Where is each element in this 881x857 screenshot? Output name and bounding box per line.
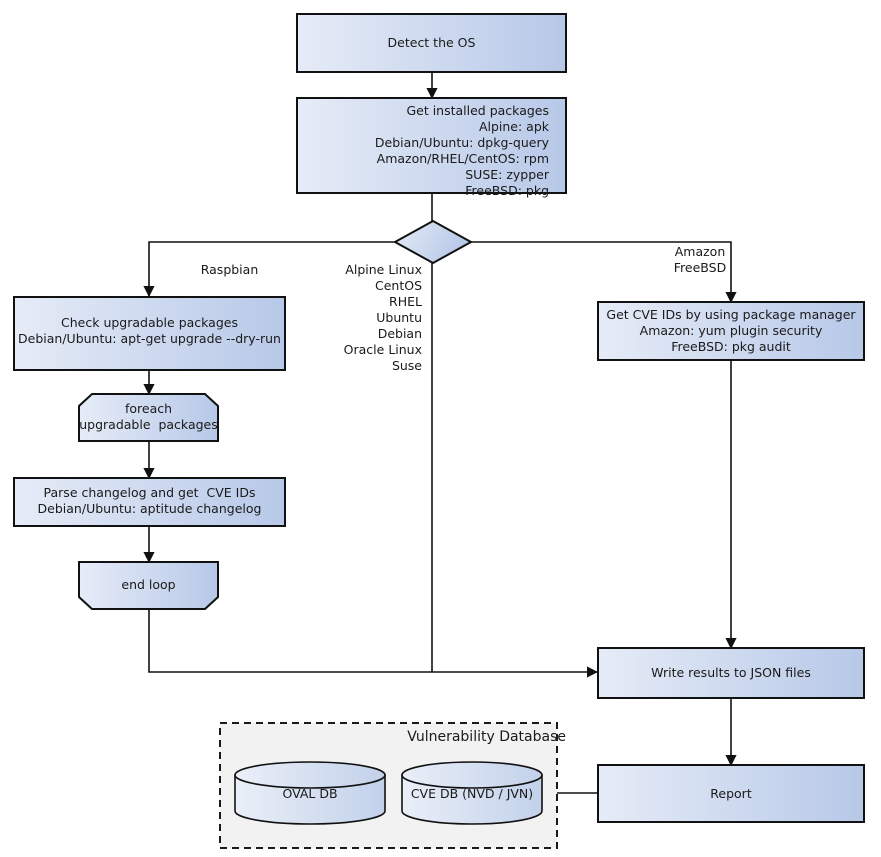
edge-label-right-os-1: Amazon [674, 244, 726, 259]
edge-label-right-os-2: FreeBSD [673, 260, 727, 275]
edge-label-middle-os-3: RHEL [389, 294, 422, 309]
edge-label-middle-os-1: Alpine Linux [345, 262, 422, 277]
node-oval-db[interactable] [235, 762, 385, 824]
node-foreach-loop[interactable] [79, 394, 218, 441]
edge-endloop-to-write [148, 609, 599, 678]
node-report[interactable] [598, 765, 864, 822]
node-get-installed-packages[interactable] [297, 98, 566, 193]
edge-label-middle-os-5: Debian [377, 326, 422, 341]
edge-label-middle-os-7: Suse [391, 358, 422, 373]
node-cve-db[interactable] [402, 762, 542, 824]
vulnerability-database-group-title: Vulnerability Database [407, 729, 566, 745]
edge-label-raspbian: Raspbian [200, 262, 259, 277]
node-check-upgradable-packages[interactable] [14, 297, 285, 370]
edge-label-middle-os-2: CentOS [374, 278, 422, 293]
node-os-decision[interactable] [395, 221, 471, 263]
edge-label-middle-os-4: Ubuntu [376, 310, 422, 325]
node-detect-os[interactable] [297, 14, 566, 72]
node-get-cve-ids[interactable] [598, 302, 864, 360]
node-write-results[interactable] [598, 648, 864, 698]
node-parse-changelog[interactable] [14, 478, 285, 526]
edge-label-middle-os-6: Oracle Linux [343, 342, 422, 357]
node-end-loop[interactable] [79, 562, 218, 609]
